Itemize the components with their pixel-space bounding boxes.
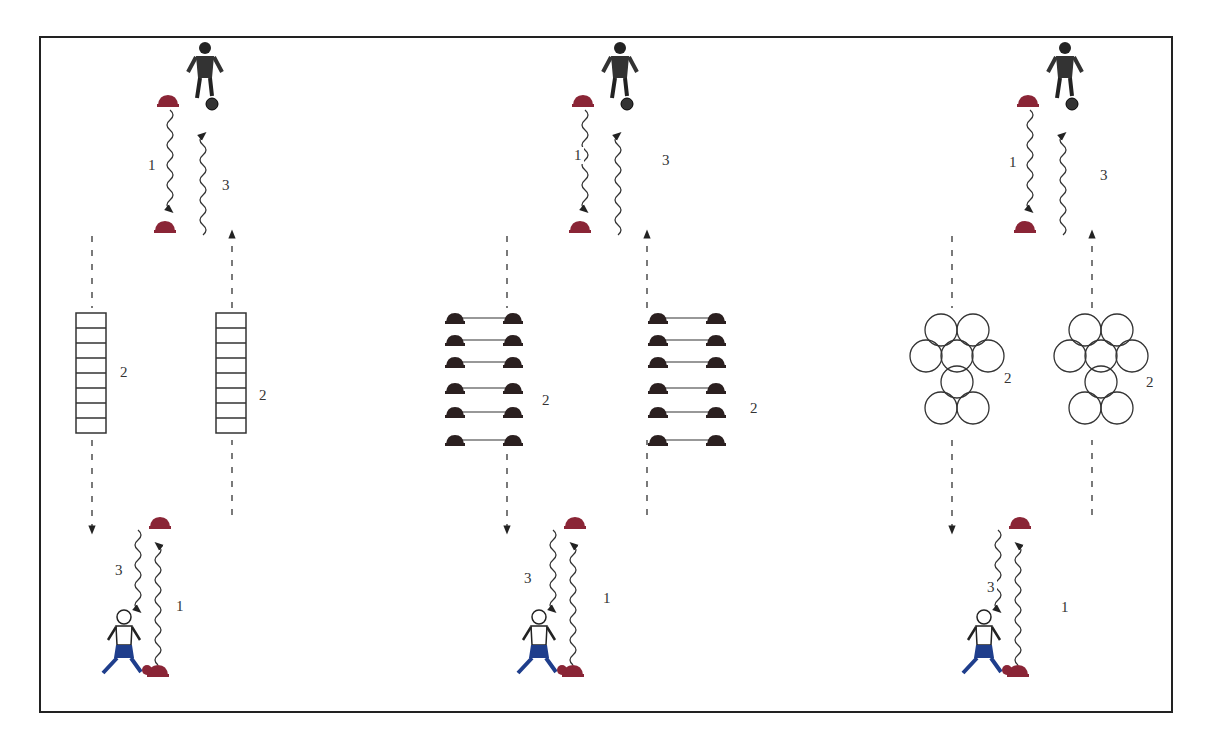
callout-number: 2 <box>1002 370 1014 387</box>
callout-number: 1 <box>174 598 186 615</box>
callout-number: 2 <box>1144 374 1156 391</box>
callout-number: 1 <box>601 590 613 607</box>
callout-number: 2 <box>748 400 760 417</box>
callout-number: 2 <box>540 392 552 409</box>
callout-number: 1 <box>1007 154 1019 171</box>
callout-number: 1 <box>1059 599 1071 616</box>
callout-number: 3 <box>522 570 534 587</box>
callout-number: 3 <box>220 177 232 194</box>
callout-number: 1 <box>146 157 158 174</box>
callout-number: 3 <box>985 579 997 596</box>
callout-number: 3 <box>1098 167 1110 184</box>
callout-number: 3 <box>660 152 672 169</box>
agility-ladder <box>76 313 246 433</box>
field-border <box>40 37 1172 712</box>
cone-rows <box>445 313 726 446</box>
hoops <box>910 314 1148 424</box>
callout-number: 2 <box>257 387 269 404</box>
callout-number: 3 <box>113 562 125 579</box>
callout-number: 1 <box>572 147 584 164</box>
callout-number: 2 <box>118 364 130 381</box>
